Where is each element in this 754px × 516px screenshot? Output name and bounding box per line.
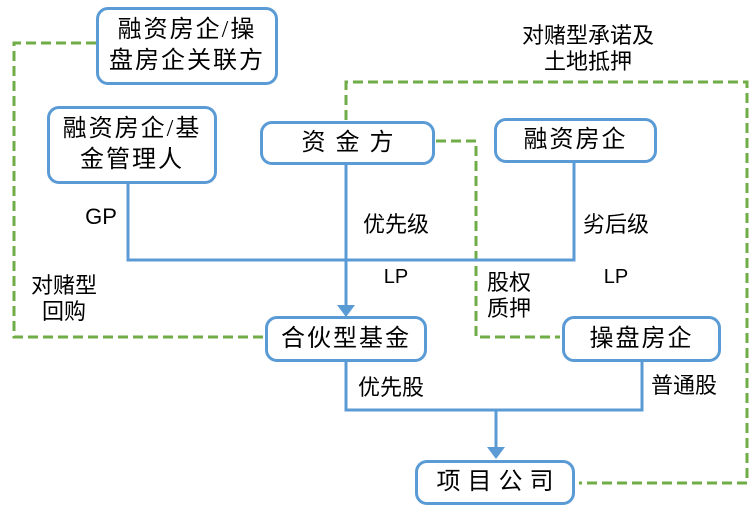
- node-capital-provider: 资金方: [260, 121, 435, 165]
- edge-label-junior-latin: LP: [603, 266, 629, 289]
- edge-label-gp: GP: [85, 204, 117, 229]
- dashed-betting-buyback-connector: [12, 41, 263, 339]
- arrowhead-into-fund: [337, 305, 355, 317]
- node-partnership-fund-label: 合伙型基金: [281, 325, 411, 352]
- node-partnership-fund: 合伙型基金: [265, 316, 427, 362]
- connector-fund-operator-to-project: [344, 362, 644, 412]
- edge-label-senior-latin: LP: [383, 266, 409, 289]
- edge-label-senior-cn: 优先级: [362, 212, 429, 238]
- edge-label-common-stock: 普通股: [650, 373, 717, 398]
- node-project-company-label: 项目公司: [436, 469, 561, 496]
- dashed-betting-commitment-connector: [344, 80, 749, 485]
- edge-label-preferred-stock: 优先股: [357, 375, 424, 400]
- edge-label-equity-pledge: 股权 质押: [486, 270, 531, 322]
- node-financing-developer-label: 融资房企: [523, 127, 628, 154]
- edge-label-senior-lp: 优先级 LP: [346, 186, 446, 316]
- node-financing-developer: 融资房企: [494, 118, 657, 163]
- node-related-party: 融资房企/操 盘房企关联方: [96, 7, 278, 85]
- connector-gp-junior-lp: [126, 163, 576, 262]
- node-capital-provider-label: 资金方: [301, 129, 404, 156]
- edge-label-junior-lp: 劣后级 LP: [566, 186, 666, 316]
- node-operating-developer-label: 操盘房企: [589, 325, 694, 352]
- edge-label-betting-commitment: 对赌型承诺及 土地抵押: [521, 23, 654, 75]
- edge-label-betting-buyback: 对赌型 回购: [30, 273, 97, 325]
- edge-label-junior-cn: 劣后级: [582, 212, 649, 238]
- arrowhead-into-project: [487, 447, 505, 459]
- dashed-equity-pledge-connector: [436, 139, 560, 339]
- node-operating-developer: 操盘房企: [562, 316, 721, 362]
- node-related-party-label: 融资房企/操 盘房企关联方: [109, 17, 265, 74]
- node-fund-manager: 融资房企/基 金管理人: [47, 106, 217, 184]
- node-fund-manager-label: 融资房企/基 金管理人: [62, 116, 202, 173]
- node-project-company: 项目公司: [415, 460, 575, 505]
